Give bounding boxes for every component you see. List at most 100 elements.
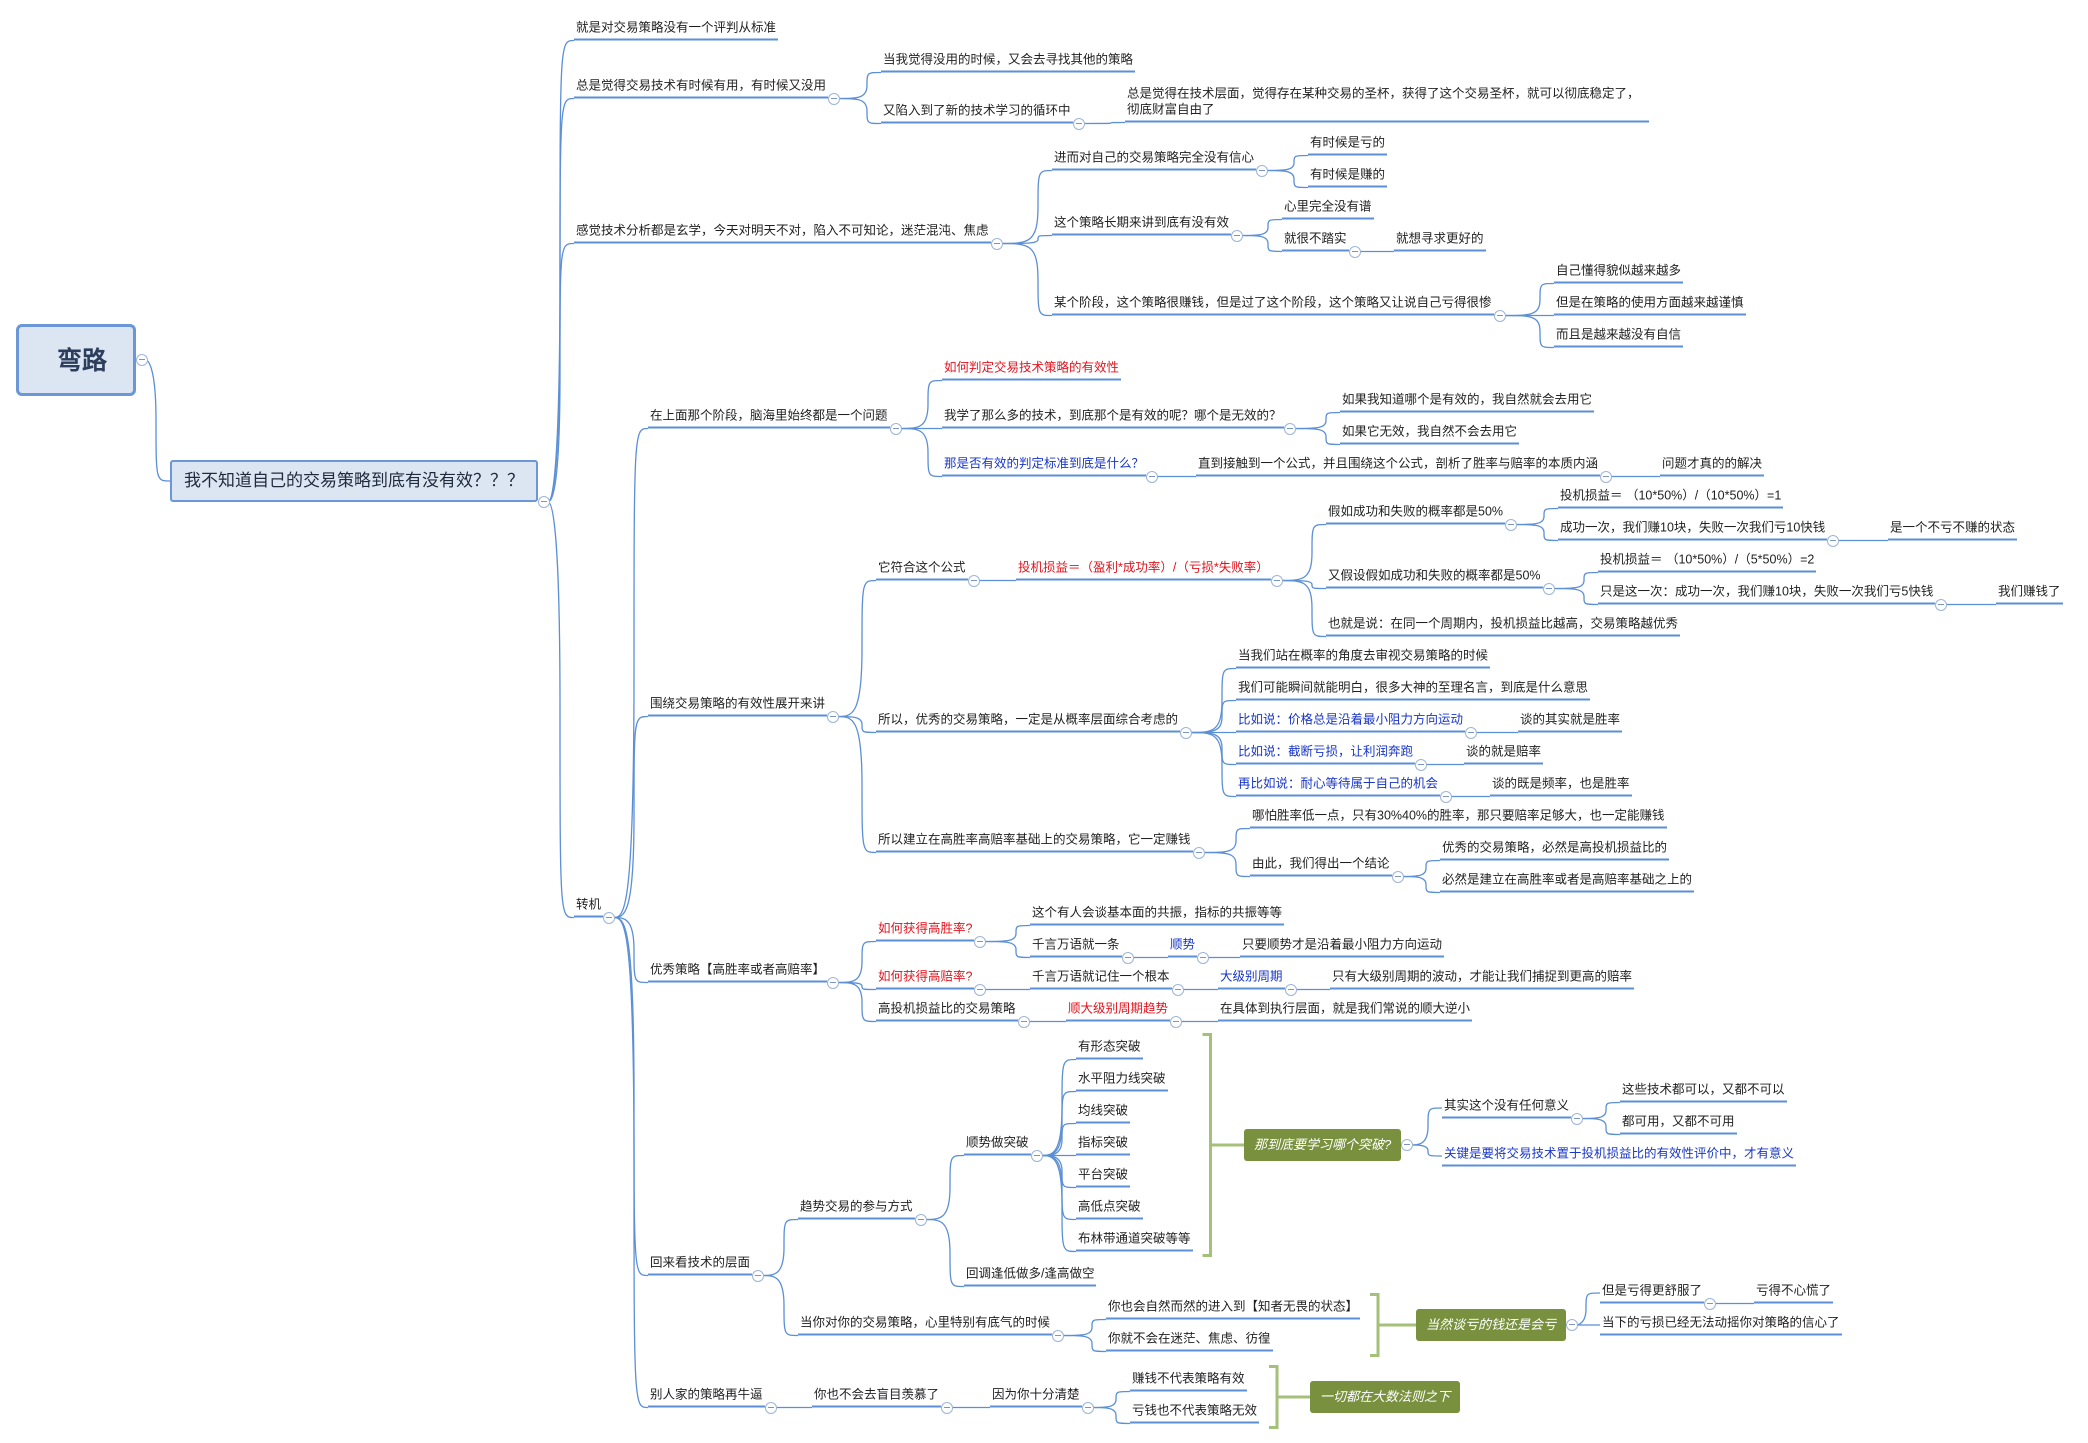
node-around-effectiveness[interactable]: 围绕交易策略的有效性展开来讲: [648, 696, 828, 717]
node-from-probability[interactable]: 当我们站在概率的角度去审视交易策略的时候: [1236, 648, 1491, 669]
summary-which-breakout[interactable]: 那到底要学习哪个突破?: [1244, 1129, 1402, 1161]
collapse-toggle-icon[interactable]: [1571, 1112, 1584, 1125]
node-no-idea[interactable]: 心里完全没有谱: [1282, 199, 1374, 220]
collapse-toggle-icon[interactable]: [974, 983, 987, 996]
node-resonance[interactable]: 这个有人会谈基本面的共振，指标的共振等等: [1030, 905, 1285, 926]
collapse-toggle-icon[interactable]: [603, 911, 616, 924]
collapse-toggle-icon[interactable]: [889, 422, 902, 435]
node-we-profit[interactable]: 我们赚钱了: [1996, 584, 2063, 605]
collapse-toggle-icon[interactable]: [941, 1401, 954, 1414]
node-wait-patiently[interactable]: 再比如说：耐心等待属于自己的机会: [1236, 776, 1441, 797]
collapse-toggle-icon[interactable]: [1542, 582, 1555, 595]
node-if-know-use[interactable]: 如果我知道哪个是有效的，我自然就会去用它: [1340, 392, 1595, 413]
node-not-steady[interactable]: 就很不踏实: [1282, 231, 1349, 252]
collapse-toggle-icon[interactable]: [1081, 1401, 1094, 1414]
node-turning-point[interactable]: 转机: [574, 897, 604, 918]
node-stage-profit-loss[interactable]: 某个阶段，这个策略很赚钱，但是过了这个阶段，这个策略又让说自己亏得很惨: [1052, 295, 1494, 316]
collapse-toggle-icon[interactable]: [1440, 790, 1453, 803]
collapse-toggle-icon[interactable]: [1505, 518, 1518, 531]
node-sometimes-profit[interactable]: 有时候是赚的: [1308, 167, 1388, 188]
node-low-win-still-profit[interactable]: 哪怕胜率低一点，只有30%40%的胜率，那只要赔率足够大，也一定能赚钱: [1250, 808, 1667, 829]
node-based-on-high-rates[interactable]: 必然是建立在高胜率或者是高赔率基础之上的: [1440, 872, 1695, 893]
node-loss-cannot-shake[interactable]: 当下的亏损已经无法动摇你对策略的信心了: [1600, 1315, 1842, 1336]
node-pullback[interactable]: 回调逢低做多/逢高做空: [964, 1266, 1097, 1287]
node-fits-formula[interactable]: 它符合这个公式: [876, 560, 968, 581]
node-fearless-state[interactable]: 你也会自然而然的进入到【知者无畏的状态】: [1106, 1299, 1361, 1320]
collapse-toggle-icon[interactable]: [1270, 574, 1283, 587]
node-one-question[interactable]: 在上面那个阶段，脑海里始终都是一个问题: [648, 408, 890, 429]
node-confident-in-strategy[interactable]: 当你对你的交易策略，心里特别有底气的时候: [798, 1315, 1053, 1336]
collapse-toggle-icon[interactable]: [764, 1401, 777, 1414]
node-profit-not-effective[interactable]: 赚钱不代表策略有效: [1130, 1371, 1247, 1392]
node-big-cycle-payoff[interactable]: 只有大级别周期的波动，才能让我们捕捉到更高的赔率: [1330, 969, 1635, 990]
node-breakout-ma[interactable]: 均线突破: [1076, 1103, 1131, 1124]
node-good-strategy[interactable]: 优秀策略【高胜率或者高赔率】: [648, 962, 828, 983]
node-big-cycle[interactable]: 大级别周期: [1218, 969, 1285, 990]
node-all-usable-unusable[interactable]: 都可用，又都不可用: [1620, 1114, 1737, 1135]
collapse-toggle-icon[interactable]: [1283, 422, 1296, 435]
node-follow-trend[interactable]: 顺势: [1168, 937, 1198, 958]
node-tech-metaphysics[interactable]: 感觉技术分析都是玄学，今天对明天不对，陷入不可知论，迷茫混沌、焦虑: [574, 223, 991, 244]
node-others-strategy[interactable]: 别人家的策略再牛逼: [648, 1387, 765, 1408]
node-how-high-win[interactable]: 如何获得高胜率?: [876, 921, 975, 942]
node-no-evaluation-standard[interactable]: 就是对交易策略没有一个评判从标准: [574, 20, 779, 41]
node-less-confident[interactable]: 而且是越来越没有自信: [1554, 327, 1684, 348]
node-ratio-1[interactable]: 投机损益＝ （10*50%）/（10*50%）=1: [1558, 488, 1784, 509]
node-breakout-bollinger[interactable]: 布林带通道突破等等: [1076, 1231, 1193, 1252]
collapse-toggle-icon[interactable]: [1030, 1149, 1043, 1162]
collapse-toggle-icon[interactable]: [538, 496, 550, 508]
node-trend-least-resistance[interactable]: 只要顺势才是沿着最小阻力方向运动: [1240, 937, 1445, 958]
node-breakout-resistance[interactable]: 水平阻力线突破: [1076, 1071, 1168, 1092]
node-win-10-lose-5[interactable]: 只是这一次：成功一次，我们赚10块，失败一次我们亏5快钱: [1598, 584, 1936, 605]
summary-still-lose[interactable]: 当然谈亏的钱还是会亏: [1416, 1309, 1567, 1341]
collapse-toggle-icon[interactable]: [1052, 1329, 1065, 1342]
node-loss-not-ineffective[interactable]: 亏钱也不代表策略无效: [1130, 1403, 1260, 1424]
node-frequency-win-rate[interactable]: 谈的既是频率，也是胜率: [1490, 776, 1632, 797]
node-seek-other-strategy[interactable]: 当我觉得没用的时候，又会去寻找其他的策略: [881, 52, 1136, 73]
node-breakout-indicator[interactable]: 指标突破: [1076, 1135, 1131, 1156]
node-problem-solved[interactable]: 问题才真的的解决: [1660, 456, 1765, 477]
main-topic[interactable]: 我不知道自己的交易策略到底有没有效？？？: [170, 460, 538, 502]
node-no-anxiety[interactable]: 你就不会在迷茫、焦虑、彷徨: [1106, 1331, 1273, 1352]
node-no-panic[interactable]: 亏得不心慌了: [1754, 1283, 1834, 1304]
collapse-toggle-icon[interactable]: [1256, 164, 1269, 177]
node-met-formula[interactable]: 直到接触到一个公式，并且围绕这个公式，剖析了胜率与赔率的本质内涵: [1196, 456, 1601, 477]
collapse-toggle-icon[interactable]: [828, 92, 841, 105]
node-case-50-50[interactable]: 假如成功和失败的概率都是50%: [1326, 504, 1506, 525]
collapse-toggle-icon[interactable]: [752, 1269, 765, 1282]
node-breakout[interactable]: 顺势做突破: [964, 1135, 1031, 1156]
node-seek-better[interactable]: 就想寻求更好的: [1394, 231, 1486, 252]
node-you-know[interactable]: 因为你十分清楚: [990, 1387, 1082, 1408]
node-more-cautious[interactable]: 但是在策略的使用方面越来越谨慎: [1554, 295, 1746, 316]
node-breakout-platform[interactable]: 平台突破: [1076, 1167, 1131, 1188]
node-higher-ratio-better[interactable]: 也就是说：在同一个周期内，投机损益比越高，交易策略越优秀: [1326, 616, 1681, 637]
collapse-toggle-icon[interactable]: [1600, 470, 1613, 483]
collapse-toggle-icon[interactable]: [827, 710, 840, 723]
root-node[interactable]: 弯路: [16, 324, 137, 396]
collapse-toggle-icon[interactable]: [1180, 726, 1193, 739]
node-conclusion[interactable]: 由此，我们得出一个结论: [1250, 856, 1392, 877]
collapse-toggle-icon[interactable]: [1391, 870, 1404, 883]
collapse-toggle-icon[interactable]: [1465, 726, 1478, 739]
node-least-resistance[interactable]: 比如说：价格总是沿着最小阻力方向运动: [1236, 712, 1466, 733]
node-win-rate[interactable]: 谈的其实就是胜率: [1518, 712, 1623, 733]
node-win-10-lose-10[interactable]: 成功一次，我们赚10块，失败一次我们亏10快钱: [1558, 520, 1828, 541]
collapse-toggle-icon[interactable]: [1192, 846, 1205, 859]
node-breakout-pattern[interactable]: 有形态突破: [1076, 1039, 1143, 1060]
collapse-toggle-icon[interactable]: [990, 237, 1003, 250]
node-case-50-50-again[interactable]: 又假设假如成功和失败的概率都是50%: [1326, 568, 1543, 589]
node-if-not-not-use[interactable]: 如果它无效，我自然不会去用它: [1340, 424, 1520, 445]
collapse-toggle-icon[interactable]: [136, 354, 149, 366]
node-breakout-highlow[interactable]: 高低点突破: [1076, 1199, 1143, 1220]
node-know-more[interactable]: 自己懂得貌似越来越多: [1554, 263, 1684, 284]
collapse-toggle-icon[interactable]: [1197, 951, 1210, 964]
node-payoff-rate[interactable]: 谈的就是赔率: [1464, 744, 1544, 765]
collapse-toggle-icon[interactable]: [1704, 1297, 1717, 1310]
collapse-toggle-icon[interactable]: [1348, 245, 1361, 258]
summary-law-of-large-numbers[interactable]: 一切都在大数法则之下: [1310, 1381, 1461, 1413]
node-key-evaluation[interactable]: 关键是要将交易技术置于投机损益比的有效性评价中，才有意义: [1442, 1146, 1797, 1167]
collapse-toggle-icon[interactable]: [974, 935, 987, 948]
collapse-toggle-icon[interactable]: [1072, 117, 1085, 130]
node-learning-loop[interactable]: 又陷入到了新的技术学习的循环中: [881, 103, 1073, 124]
node-how-judge-effectiveness[interactable]: 如何判定交易技术策略的有效性: [942, 360, 1122, 381]
